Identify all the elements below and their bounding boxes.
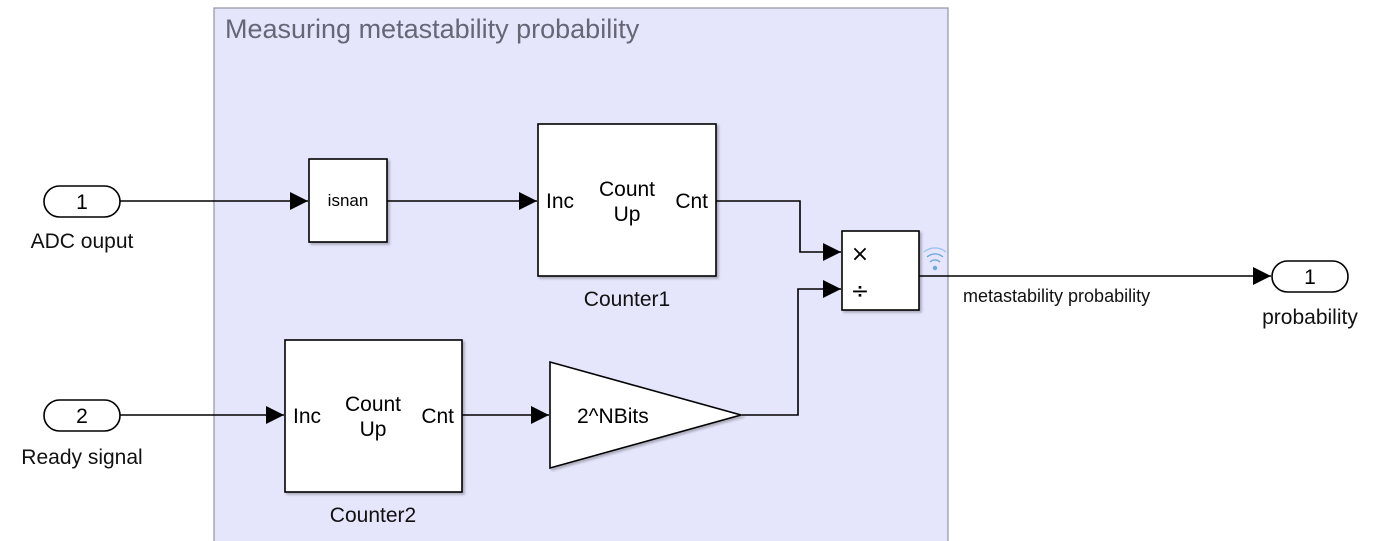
divide-block[interactable]: × ÷ — [841, 230, 920, 311]
gain-label: 2^NBits — [577, 405, 649, 428]
divide-icon: ÷ — [851, 279, 869, 304]
inport-1[interactable]: 1 ADC ouput — [31, 185, 134, 253]
inport-1-label: ADC ouput — [31, 230, 134, 253]
counter2-count-label: Count — [345, 393, 401, 416]
counter2-inc-label: Inc — [293, 405, 321, 428]
counter1-up-label: Up — [614, 203, 641, 226]
gain-block[interactable]: 2^NBits — [549, 360, 744, 470]
signal-lines[interactable] — [120, 192, 1271, 424]
isnan-label: isnan — [328, 191, 369, 210]
multiply-icon: × — [851, 242, 869, 267]
counter2-name: Counter2 — [330, 504, 416, 527]
inport-1-number: 1 — [76, 191, 88, 214]
counter1-cnt-label: Cnt — [675, 190, 708, 213]
output-signal-label[interactable]: metastability probability — [963, 286, 1150, 306]
wire-counter1-to-divide[interactable] — [716, 200, 841, 261]
inport-2-label: Ready signal — [21, 446, 142, 469]
signal-logging-icon[interactable] — [923, 247, 947, 271]
counter2-cnt-label: Cnt — [421, 405, 454, 428]
wire-gain-to-divide[interactable] — [742, 280, 841, 416]
counter1-block[interactable]: Inc Count Up Cnt Counter1 — [537, 123, 717, 311]
isnan-block[interactable]: isnan — [308, 158, 388, 243]
counter1-inc-label: Inc — [546, 190, 574, 213]
outport-1[interactable]: 1 probability — [1262, 260, 1358, 329]
inport-2-number: 2 — [76, 405, 88, 428]
counter2-block[interactable]: Inc Count Up Cnt Counter2 — [284, 339, 463, 527]
counter1-name: Counter1 — [584, 288, 670, 311]
counter1-count-label: Count — [599, 178, 655, 201]
outport-1-label: probability — [1262, 306, 1358, 329]
counter2-up-label: Up — [360, 418, 387, 441]
area-title: Measuring metastability probability — [225, 14, 640, 44]
inport-2[interactable]: 2 Ready signal — [21, 399, 143, 469]
outport-1-number: 1 — [1304, 266, 1316, 289]
